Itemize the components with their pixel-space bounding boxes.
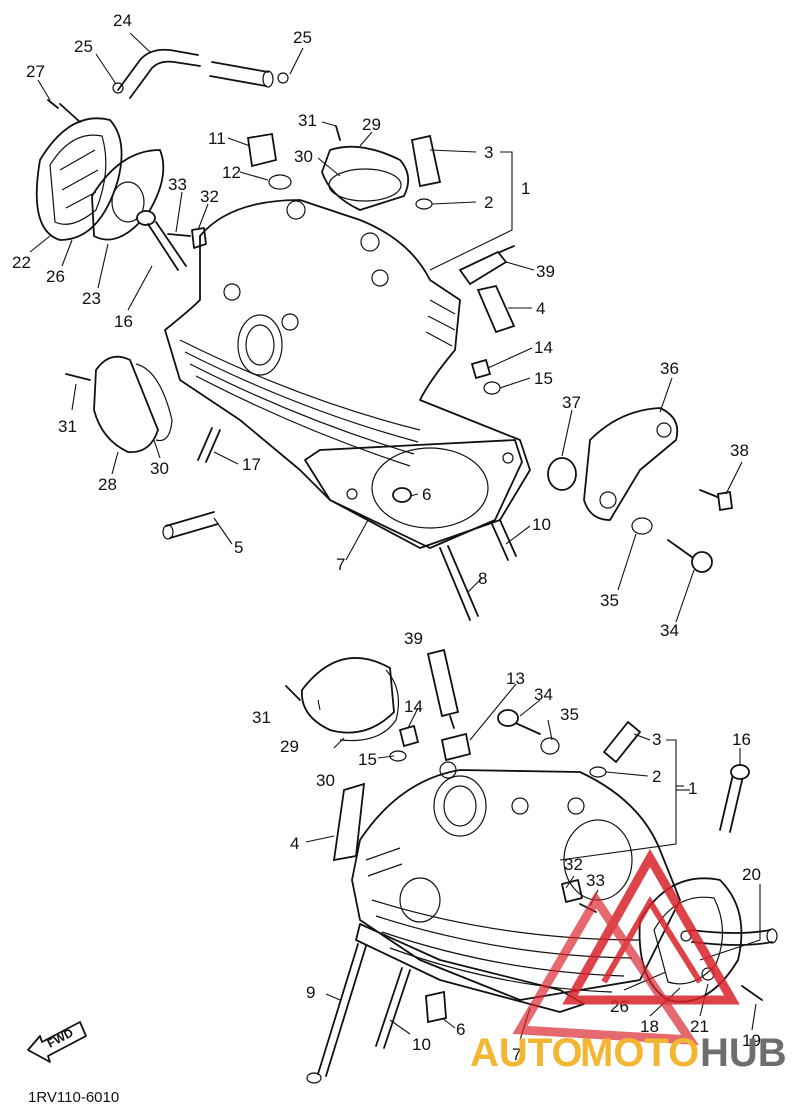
bottom-callouts: 39 13 34 31 35 29 14 3 15 2 16 1 30 4 32… xyxy=(252,629,761,1064)
callout-top-36: 36 xyxy=(660,359,679,378)
callout-top-33: 33 xyxy=(168,175,187,194)
callout-top-31b: 31 xyxy=(58,417,77,436)
callout-top-25b: 25 xyxy=(293,28,312,47)
callout-top-30: 30 xyxy=(294,147,313,166)
callout-bot-10: 10 xyxy=(412,1035,431,1054)
top-callouts: 24 25 25 27 31 29 11 3 30 1 12 2 33 32 2… xyxy=(12,11,749,640)
callout-top-27: 27 xyxy=(26,62,45,81)
callout-top-7: 7 xyxy=(336,555,345,574)
callout-top-35: 35 xyxy=(600,591,619,610)
callout-bot-4: 4 xyxy=(290,834,299,853)
callout-bot-39: 39 xyxy=(404,629,423,648)
callout-bot-35: 35 xyxy=(560,705,579,724)
callout-top-8: 8 xyxy=(478,569,487,588)
callout-bot-15: 15 xyxy=(358,750,377,769)
watermark-word-moto: MOTO xyxy=(580,1031,699,1075)
callout-bot-2: 2 xyxy=(652,767,661,786)
callout-bot-6: 6 xyxy=(456,1020,465,1039)
watermark-word-auto: AUTO xyxy=(470,1031,583,1075)
callout-bot-1: 1 xyxy=(688,779,697,798)
callout-bot-18: 18 xyxy=(640,1017,659,1036)
callout-top-17: 17 xyxy=(242,455,261,474)
callout-bot-34: 34 xyxy=(534,685,553,704)
watermark-word-hub: HUB xyxy=(700,1031,787,1075)
callout-top-5: 5 xyxy=(234,538,243,557)
watermark-triangle-logo-icon xyxy=(512,848,740,1046)
callout-top-29: 29 xyxy=(362,115,381,134)
callout-bot-30: 30 xyxy=(316,771,335,790)
callout-bot-16: 16 xyxy=(732,730,751,749)
callout-top-38: 38 xyxy=(730,441,749,460)
callout-top-1: 1 xyxy=(521,179,530,198)
top-cylinder-head-drawing xyxy=(35,48,734,621)
callout-bot-29: 29 xyxy=(280,737,299,756)
callout-top-25a: 25 xyxy=(74,37,93,56)
callout-top-37: 37 xyxy=(562,393,581,412)
callout-bot-13: 13 xyxy=(506,669,525,688)
callout-bot-19: 19 xyxy=(742,1031,761,1050)
callout-top-11: 11 xyxy=(208,129,226,148)
callout-top-30b: 30 xyxy=(150,459,169,478)
callout-top-2: 2 xyxy=(484,193,493,212)
callout-top-28: 28 xyxy=(98,475,117,494)
fwd-label: FWD xyxy=(45,1025,76,1050)
callout-top-31: 31 xyxy=(298,111,317,130)
bottom-cylinder-head-drawing xyxy=(285,648,778,1084)
callout-bot-33: 33 xyxy=(586,871,605,890)
callout-top-6: 6 xyxy=(422,485,431,504)
diagram-code: 1RV110-6010 xyxy=(28,1089,119,1106)
callout-top-34: 34 xyxy=(660,621,679,640)
automotohub-watermark: AUTO MOTO HUB xyxy=(470,848,787,1075)
callout-top-24: 24 xyxy=(113,11,132,30)
callout-bot-7: 7 xyxy=(512,1045,521,1064)
callout-top-15: 15 xyxy=(534,369,553,388)
callout-bot-20: 20 xyxy=(742,865,761,884)
callout-bot-3: 3 xyxy=(652,730,661,749)
callout-top-16: 16 xyxy=(114,312,133,331)
callout-top-22: 22 xyxy=(12,253,31,272)
callout-top-23: 23 xyxy=(82,289,101,308)
callout-top-4: 4 xyxy=(536,299,545,318)
callout-top-3: 3 xyxy=(484,143,493,162)
fwd-arrow-icon: FWD xyxy=(27,1021,87,1063)
callout-top-32: 32 xyxy=(200,187,219,206)
callout-bot-31: 31 xyxy=(252,708,271,727)
top-leader-lines xyxy=(29,32,743,623)
callout-bot-9: 9 xyxy=(306,983,315,1002)
callout-top-12: 12 xyxy=(222,163,241,182)
callout-top-39: 39 xyxy=(536,262,555,281)
callout-bot-32: 32 xyxy=(564,855,583,874)
callout-top-26: 26 xyxy=(46,267,65,286)
callout-top-10: 10 xyxy=(532,515,551,534)
callout-bot-21: 21 xyxy=(690,1017,709,1036)
callout-bot-14: 14 xyxy=(404,697,423,716)
callout-top-14: 14 xyxy=(534,338,553,357)
